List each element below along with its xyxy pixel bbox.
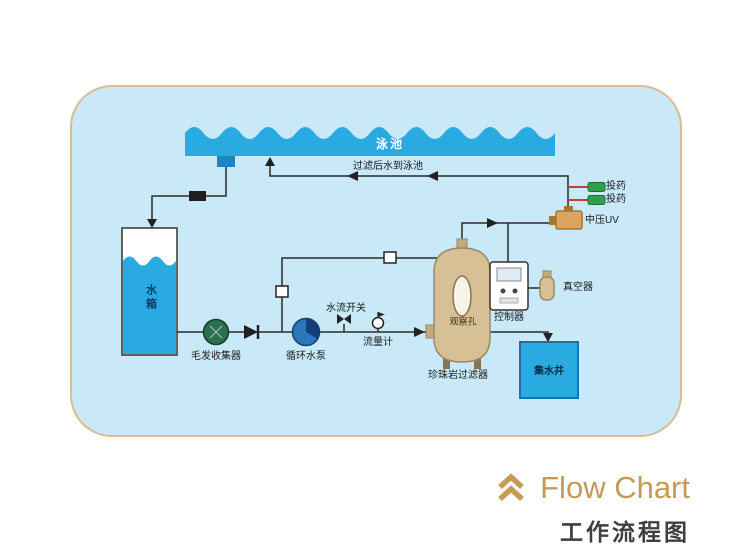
vacuum-label: 真空器 [563,282,593,293]
tank-shape [121,227,178,356]
flow-arrows [147,157,553,342]
bypass-valve-vertical [275,285,289,298]
footer: Flow Chart 工作流程图 [496,470,690,547]
pump-shape [291,317,321,347]
dosing-connector-lines [568,186,588,201]
flow-meter-label: 流量计 [363,337,393,348]
footer-title-zh: 工作流程图 [560,519,690,545]
well-label: 集水井 [534,366,564,377]
return-line-label: 过滤后水到泳池 [353,161,423,172]
filter-vessel-shape [425,238,491,369]
well-shape [519,341,579,399]
flow-meter-symbol [371,312,385,330]
bypass-valve-horizontal [383,251,397,264]
flow-switch-label: 水流开关 [326,303,366,314]
dosing-shapes [587,182,606,205]
dosing-label-1: 投药 [606,181,626,192]
uv-shape [549,206,583,230]
double-chevron-icon [498,473,524,502]
hair-collector-shape [202,318,230,346]
tank-label: 水箱 [144,284,157,312]
pump-label: 循环水泵 [286,351,326,362]
pool-outlet-fitting [217,156,235,167]
observation-window-label: 观察孔 [449,316,477,327]
filter-label: 珍珠岩过滤器 [428,370,488,381]
flow-switch-symbol [337,314,351,324]
vacuum-shape [539,270,555,301]
pool-shape [185,127,555,167]
pool-label: 泳池 [375,137,405,151]
hair-collector-label: 毛发收集器 [191,351,241,362]
check-valve [244,325,260,339]
uv-label: 中压UV [585,215,619,226]
controller-label: 控制器 [494,312,524,323]
footer-title-row: Flow Chart [496,470,690,506]
supply-valve [189,191,206,201]
controller-shape [489,261,529,311]
footer-title-en: Flow Chart [540,470,690,505]
observation-window [452,275,472,317]
dosing-label-2: 投药 [606,194,626,205]
